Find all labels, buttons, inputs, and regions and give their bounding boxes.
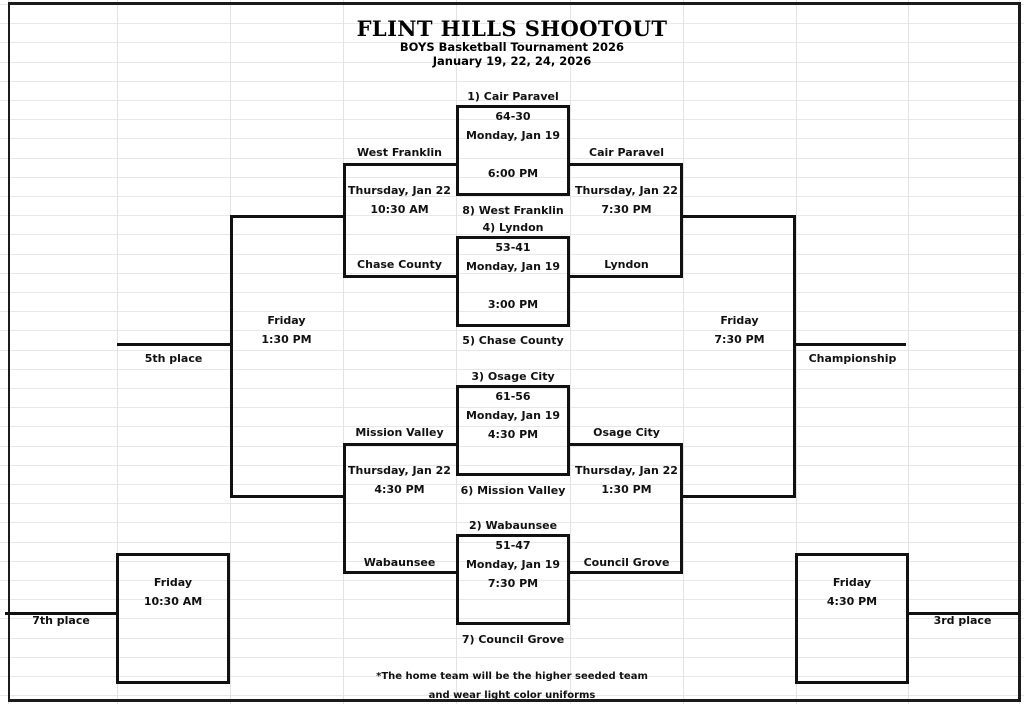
champ-semi-upper-day: Thursday, Jan 22 xyxy=(575,184,678,197)
page-dates: January 19, 22, 24, 2026 xyxy=(432,54,592,68)
game-3-score: 61-56 xyxy=(495,390,531,403)
fifth-place-time: 1:30 PM xyxy=(261,333,312,346)
page-border-right xyxy=(1018,2,1021,702)
champ-semi-upper-top-line xyxy=(570,163,683,166)
champ-semi-upper-bottom-line xyxy=(570,275,683,278)
champ-semi-upper-team-bottom: Lyndon xyxy=(604,258,649,271)
cons-semi-lower-top-line xyxy=(343,443,456,446)
champ-semi-upper-team-top: Cair Paravel xyxy=(589,146,664,159)
game-3-box xyxy=(456,385,570,476)
fifth-place-result-line xyxy=(117,343,230,346)
game-1-bottom-seed: 8) West Franklin xyxy=(462,204,564,217)
game-3-bottom-seed: 6) Mission Valley xyxy=(460,484,566,497)
game-4-day: Monday, Jan 19 xyxy=(465,260,561,273)
seventh-place-result-line xyxy=(5,612,117,615)
champ-semi-lower-time: 1:30 PM xyxy=(601,483,652,496)
third-place-box xyxy=(795,553,909,684)
cons-semi-upper-connector xyxy=(343,163,346,278)
fifth-place-label: 5th place xyxy=(144,352,203,365)
fifth-place-top-line xyxy=(230,215,343,218)
cons-semi-lower-team-top: Mission Valley xyxy=(355,426,444,439)
cons-semi-upper-team-top: West Franklin xyxy=(356,146,442,159)
game-3-time: 4:30 PM xyxy=(487,428,539,441)
third-place-result-line xyxy=(906,612,1019,615)
footer-note-line-1: *The home team will be the higher seeded… xyxy=(376,671,648,682)
seventh-place-day: Friday xyxy=(153,576,193,589)
champ-semi-lower-bottom-line xyxy=(570,571,683,574)
champ-semi-upper-connector xyxy=(680,163,683,278)
seventh-place-time: 10:30 AM xyxy=(143,595,203,608)
cons-semi-upper-top-line xyxy=(343,163,456,166)
game-1-score: 64-30 xyxy=(495,110,531,123)
cons-semi-lower-day: Thursday, Jan 22 xyxy=(348,464,451,477)
championship-result-line xyxy=(793,343,906,346)
game-1-time: 6:00 PM xyxy=(487,167,539,180)
third-place-time: 4:30 PM xyxy=(826,595,878,608)
championship-time: 7:30 PM xyxy=(714,333,765,346)
championship-connector xyxy=(793,215,796,498)
cons-semi-upper-time: 10:30 AM xyxy=(370,203,429,216)
champ-semi-lower-top-line xyxy=(570,443,683,446)
cons-semi-lower-connector xyxy=(343,443,346,574)
game-2-score: 51-47 xyxy=(495,539,531,552)
game-1-day: Monday, Jan 19 xyxy=(465,129,561,142)
championship-label: Championship xyxy=(808,352,897,365)
championship-day: Friday xyxy=(720,314,759,327)
game-4-time: 3:00 PM xyxy=(487,298,539,311)
page-border-left xyxy=(8,2,10,702)
game-2-day: Monday, Jan 19 xyxy=(465,558,561,571)
game-3-top-seed: 3) Osage City xyxy=(471,370,555,383)
champ-semi-lower-day: Thursday, Jan 22 xyxy=(575,464,678,477)
game-2-time: 7:30 PM xyxy=(487,577,539,590)
champ-semi-lower-team-bottom: Council Grove xyxy=(583,556,670,569)
champ-semi-upper-time: 7:30 PM xyxy=(601,203,652,216)
third-place-label: 3rd place xyxy=(933,614,992,627)
cons-semi-upper-day: Thursday, Jan 22 xyxy=(348,184,451,197)
page-border-bottom xyxy=(8,699,1020,702)
fifth-place-connector xyxy=(230,215,233,498)
game-1-box xyxy=(456,105,570,196)
fifth-place-bottom-line xyxy=(230,495,343,498)
champ-semi-lower-connector xyxy=(680,443,683,574)
footer-note-line-2: and wear light color uniforms xyxy=(428,690,596,701)
game-2-top-seed: 2) Wabaunsee xyxy=(468,519,558,532)
page-border-top xyxy=(8,2,1020,5)
cons-semi-lower-time: 4:30 PM xyxy=(374,483,425,496)
champ-semi-lower-team-top: Osage City xyxy=(593,426,660,439)
seventh-place-box xyxy=(116,553,230,684)
fifth-place-day: Friday xyxy=(267,314,306,327)
game-4-top-seed: 4) Lyndon xyxy=(482,221,544,234)
game-4-score: 53-41 xyxy=(495,241,531,254)
cons-semi-lower-bottom-line xyxy=(343,571,456,574)
game-2-bottom-seed: 7) Council Grove xyxy=(461,633,565,646)
championship-top-line xyxy=(683,215,796,218)
third-place-day: Friday xyxy=(832,576,872,589)
game-2-box xyxy=(456,534,570,625)
cons-semi-lower-team-bottom: Wabaunsee xyxy=(363,556,436,569)
page-subtitle: BOYS Basketball Tournament 2026 xyxy=(399,40,625,54)
game-1-top-seed: 1) Cair Paravel xyxy=(467,90,559,103)
seventh-place-label: 7th place xyxy=(32,614,90,627)
game-4-bottom-seed: 5) Chase County xyxy=(462,334,564,347)
game-4-box xyxy=(456,236,570,327)
championship-bottom-line xyxy=(683,495,796,498)
game-3-day: Monday, Jan 19 xyxy=(465,409,561,422)
cons-semi-upper-bottom-line xyxy=(343,275,456,278)
cons-semi-upper-team-bottom: Chase County xyxy=(357,258,442,271)
page-title: FLINT HILLS SHOOTOUT xyxy=(356,16,668,41)
